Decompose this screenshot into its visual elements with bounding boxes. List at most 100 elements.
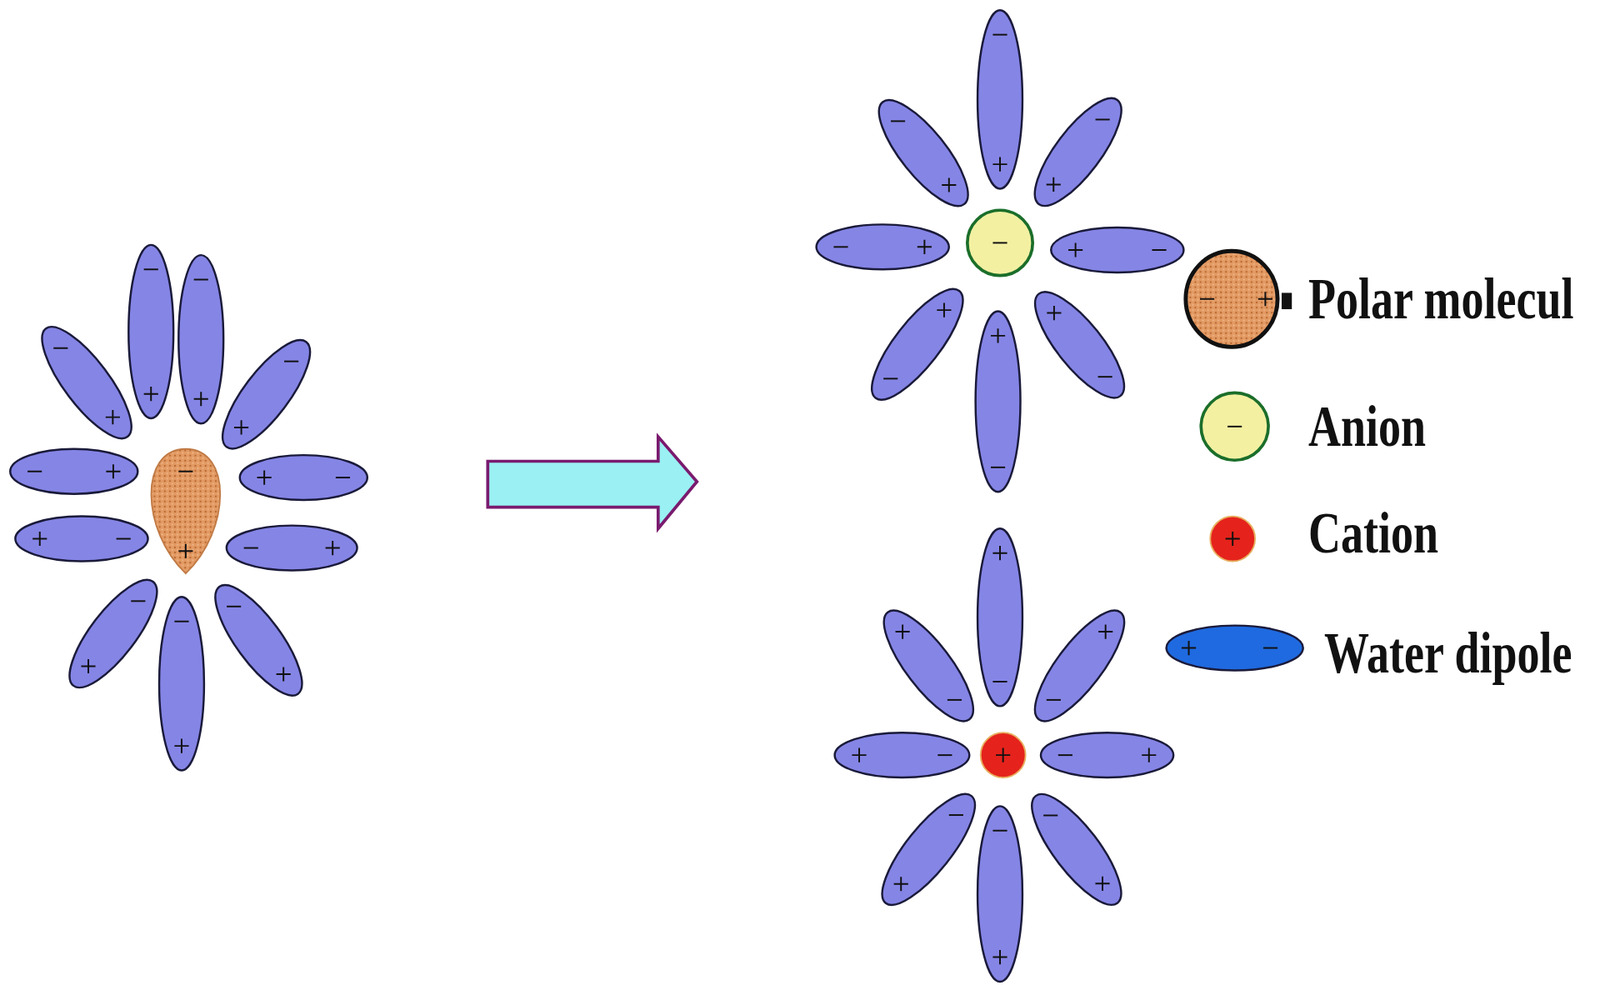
minus-sign <box>890 120 905 122</box>
anion-circle <box>967 210 1033 275</box>
minus-sign <box>178 470 193 473</box>
legend-text: Cation <box>1308 504 1439 563</box>
minus-sign <box>1046 699 1061 701</box>
plus-sign <box>276 666 291 681</box>
plus-sign <box>105 464 120 479</box>
plus-sign <box>1141 748 1156 763</box>
water-dipole <box>178 255 224 424</box>
minus-sign <box>116 538 131 540</box>
water-dipole <box>868 781 990 917</box>
water-dipole <box>857 276 977 412</box>
minus-sign <box>947 699 962 701</box>
minus-sign <box>1263 647 1278 650</box>
minus-sign <box>1095 118 1110 120</box>
minus-sign <box>1151 249 1166 251</box>
minus-sign <box>53 347 68 350</box>
minus-sign <box>990 466 1005 469</box>
plus-sign <box>941 177 956 192</box>
water-dipole <box>1021 280 1139 410</box>
water-dipole <box>159 596 205 770</box>
minus-sign <box>1227 425 1242 428</box>
legend-polar-tab <box>1281 292 1292 310</box>
water-dipole <box>1040 732 1174 778</box>
water-dipole <box>201 573 317 707</box>
plus-sign <box>992 950 1007 965</box>
minus-sign <box>992 34 1007 36</box>
legend-polar-sample <box>1185 250 1278 347</box>
water-dipole <box>10 449 138 495</box>
legend-dipole-sample <box>1166 625 1304 671</box>
water-dipole <box>977 10 1023 189</box>
illustration-group <box>10 10 1303 982</box>
plus-sign <box>1098 625 1113 640</box>
water-dipole <box>1050 227 1184 273</box>
water-dipole <box>865 88 982 219</box>
minus-sign <box>194 279 209 281</box>
water-dipole <box>816 224 950 270</box>
minus-sign <box>144 268 159 270</box>
plus-sign <box>895 625 910 640</box>
water-dipole <box>975 310 1021 492</box>
water-dipole <box>1020 598 1139 733</box>
plus-sign <box>1046 305 1061 320</box>
minus-sign <box>284 360 299 363</box>
minus-sign <box>335 476 350 479</box>
water-dipole <box>226 525 358 571</box>
plus-sign <box>894 876 909 891</box>
plus-sign <box>178 544 193 559</box>
minus-sign <box>1098 375 1113 378</box>
minus-sign <box>883 377 898 380</box>
plus-sign <box>992 545 1007 560</box>
water-dipole <box>128 245 174 419</box>
minus-sign <box>937 754 952 756</box>
plus-sign <box>1046 177 1061 192</box>
water-dipole <box>977 528 1023 706</box>
plus-sign <box>32 531 47 546</box>
plus-sign <box>917 240 932 255</box>
minus-sign <box>226 605 241 608</box>
legend-anion-sample <box>1200 392 1269 460</box>
minus-sign <box>992 830 1007 832</box>
charge-signs <box>27 35 1278 965</box>
plus-sign <box>990 328 1005 343</box>
legend-text: Polar molecul <box>1308 270 1574 329</box>
plus-sign <box>80 659 95 674</box>
plus-sign <box>992 157 1007 172</box>
plus-sign <box>1181 640 1196 655</box>
minus-sign <box>174 620 189 623</box>
polar-molecule <box>151 449 221 574</box>
plus-sign <box>144 386 159 401</box>
cation-circle <box>980 732 1026 778</box>
plus-sign <box>257 470 272 485</box>
minus-sign <box>27 470 42 473</box>
water-dipole <box>55 568 171 700</box>
legend-cation-sample <box>1210 516 1255 562</box>
water-dipole <box>1017 782 1135 917</box>
legend-text: Anion <box>1308 397 1426 456</box>
plus-sign <box>1225 531 1240 546</box>
minus-sign <box>130 600 145 602</box>
water-dipole <box>1020 86 1135 218</box>
water-dipole <box>15 516 148 562</box>
plus-sign <box>325 540 340 555</box>
water-dipole <box>208 328 324 461</box>
process-arrow <box>487 436 697 529</box>
water-dipole <box>835 732 970 778</box>
minus-sign <box>949 814 964 816</box>
plus-sign <box>194 391 209 406</box>
water-dipole <box>870 598 988 733</box>
minus-sign <box>992 680 1007 683</box>
water-dipole <box>977 805 1023 982</box>
minus-sign <box>1058 754 1073 756</box>
minus-sign <box>244 547 259 550</box>
plus-sign <box>1258 291 1273 306</box>
plus-sign <box>1068 242 1083 257</box>
legend-text: Water dipole <box>1324 624 1573 683</box>
plus-sign <box>174 739 189 754</box>
water-dipoles <box>10 10 1184 982</box>
minus-sign <box>1200 298 1215 300</box>
plus-sign <box>936 303 951 318</box>
plus-sign <box>1095 876 1110 891</box>
